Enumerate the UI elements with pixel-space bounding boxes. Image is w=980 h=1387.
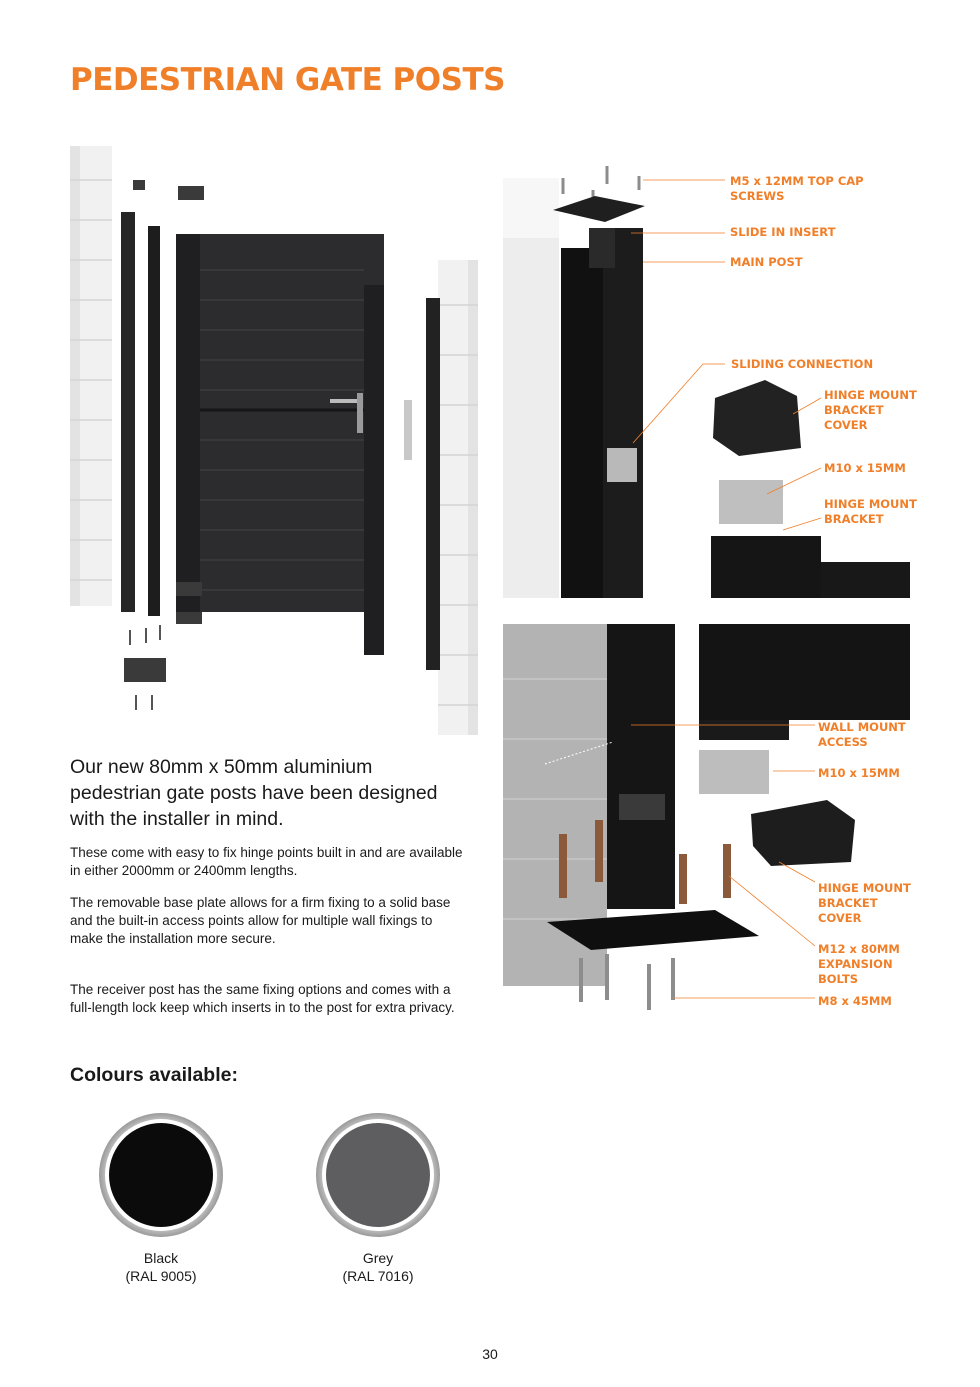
callout-hinge-bracket: HINGE MOUNT BRACKET xyxy=(824,497,917,526)
left-posts xyxy=(121,212,160,616)
callout-m8: M8 x 45MM xyxy=(818,994,892,1008)
callout-hinge-bracket-cover: HINGE MOUNT BRACKET COVER xyxy=(824,388,917,432)
page-number: 30 xyxy=(482,1346,498,1362)
swatch-label-grey: Grey (RAL 7016) xyxy=(298,1249,458,1285)
paragraph-hinge-points: These come with easy to fix hinge points… xyxy=(70,845,463,878)
sliding-connection xyxy=(607,448,637,482)
m8-screws xyxy=(579,954,675,1010)
exploded-gate-illustration xyxy=(70,146,478,735)
slide-in-insert xyxy=(589,228,615,268)
right-wall-blocks xyxy=(438,260,478,735)
callout-m10-top: M10 x 15MM xyxy=(824,461,906,475)
wall-mount-bracket xyxy=(699,750,769,794)
colour-name: Black xyxy=(143,1250,179,1266)
hinge-bracket xyxy=(719,480,783,524)
callout-m10-bottom: M10 x 15MM xyxy=(818,766,900,780)
page-title: PEDESTRIAN GATE POSTS xyxy=(70,62,505,98)
hinge-bracket-cover-bottom xyxy=(751,800,855,866)
post-base-detail-illustration xyxy=(503,624,910,1029)
swatch-grey xyxy=(316,1113,440,1237)
hinge-parts xyxy=(124,180,412,682)
gate-panel xyxy=(176,234,384,655)
expansion-bolts xyxy=(559,820,731,904)
screws xyxy=(129,625,161,710)
receiver-post xyxy=(426,298,440,670)
colour-ral: (RAL 7016) xyxy=(342,1268,414,1284)
swatch-label-black: Black (RAL 9005) xyxy=(81,1249,241,1285)
callout-sliding-connection: SLIDING CONNECTION xyxy=(731,357,874,371)
top-cap xyxy=(553,196,645,222)
swatch-black xyxy=(99,1113,223,1237)
left-wall-blocks xyxy=(70,146,112,606)
callout-slide-in-insert: SLIDE IN INSERT xyxy=(730,225,836,239)
callout-expansion-bolts: M12 x 80MM EXPANSION BOLTS xyxy=(818,942,900,986)
colour-ral: (RAL 9005) xyxy=(125,1268,197,1284)
post-top-detail-illustration xyxy=(503,166,910,598)
callout-wall-mount-access: WALL MOUNT ACCESS xyxy=(818,720,906,749)
base-plate xyxy=(547,910,759,950)
colours-heading: Colours available: xyxy=(70,1064,238,1086)
paragraph-base-plate: The removable base plate allows for a fi… xyxy=(70,895,451,946)
paragraph-receiver-post: The receiver post has the same fixing op… xyxy=(70,982,455,1015)
hinge-bracket-cover xyxy=(713,380,801,456)
intro-text: Our new 80mm x 50mm aluminium pedestrian… xyxy=(70,756,438,830)
callout-hinge-bracket-cover-bottom: HINGE MOUNT BRACKET COVER xyxy=(818,881,911,925)
post xyxy=(607,624,675,909)
callout-top-cap-screws: M5 x 12MM TOP CAP SCREWS xyxy=(730,174,864,203)
callout-main-post: MAIN POST xyxy=(730,255,803,269)
colour-name: Grey xyxy=(362,1250,394,1266)
